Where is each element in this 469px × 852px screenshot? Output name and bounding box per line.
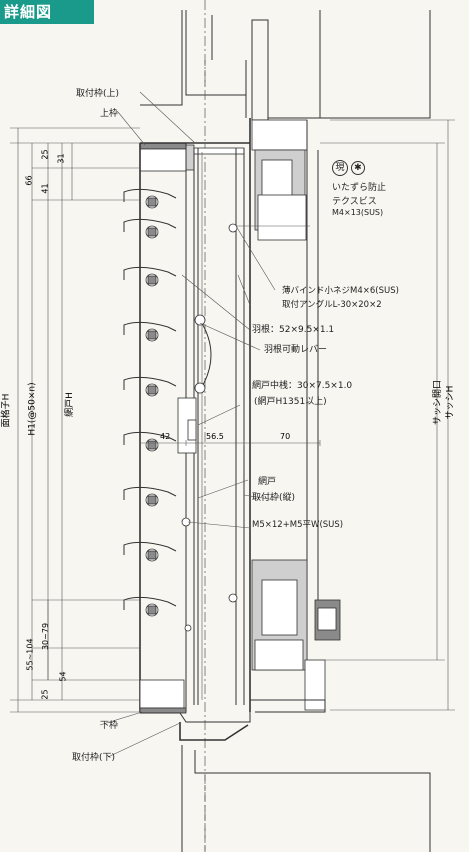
blade-pivot-core (147, 275, 157, 285)
horizontal-dimensions (140, 440, 321, 446)
dim-56-5: 56.5 (206, 432, 224, 441)
left-dimensions (10, 127, 140, 713)
dim-25-top: 25 (40, 149, 50, 160)
label-lever: 羽根可動レバー (264, 345, 328, 355)
label-mid-rail: 網戸中桟：30×7.5×1.0 (252, 381, 353, 391)
dim-66: 66 (24, 175, 34, 186)
blade-pivot-core (147, 605, 157, 615)
label-tek-screw: テクスビス (332, 197, 377, 207)
louver-blade (123, 541, 177, 555)
dim-sash-open: サッシ開口 (433, 379, 444, 426)
dim-lattice-h: 面格子H (1, 393, 12, 428)
label-top-frame-attach: 取付枠(上) (76, 89, 120, 99)
blade-pivot-core (147, 550, 157, 560)
dim-31: 31 (56, 153, 66, 164)
louver-blade (123, 188, 177, 202)
label-mid-rail-note: (網戸H1351以上) (254, 397, 327, 407)
label-tek-spec: M4×13(SUS) (332, 208, 384, 217)
louver-blade (123, 376, 177, 390)
label-angle: 取付アングルL-30×20×2 (282, 300, 382, 310)
label-side-frame: 取付枠(縦) (252, 493, 296, 503)
top-frame-assembly (139, 142, 250, 172)
blade-pivot-core (147, 227, 157, 237)
louver-blade (123, 431, 177, 445)
right-dimensions (320, 119, 455, 711)
dim-screen-h: 網戸H (64, 392, 75, 417)
leader-lines (99, 91, 310, 758)
vertical-frames (139, 118, 251, 712)
label-tamper: いたずら防止 (332, 183, 387, 193)
blade-lever-assembly (177, 223, 238, 632)
section-title-badge: 詳細図 (0, 0, 94, 24)
label-bottom-frame-attach: 取付枠(下) (72, 753, 116, 763)
bottom-frame-assembly (139, 679, 431, 852)
dim-30-79: 30~79 (41, 622, 51, 651)
dim-70: 70 (280, 432, 291, 441)
louver-blades (123, 188, 177, 617)
dim-42: 42 (160, 432, 171, 441)
label-m5: M5×12+M5平W(SUS) (252, 520, 344, 530)
tamper-mark-icon: 現 (332, 160, 348, 176)
blade-pivot-core (147, 330, 157, 340)
blade-pivot-core (147, 440, 157, 450)
label-top-frame: 上枠 (100, 109, 119, 119)
louver-blade (123, 486, 177, 500)
dim-h1: H1(@50×n) (27, 382, 38, 436)
label-bind-screw: 薄バインド小ネジM4×6(SUS) (282, 286, 399, 296)
blade-pivot-core (147, 197, 157, 207)
label-blade: 羽根：52×9.5×1.1 (252, 325, 335, 335)
dim-41: 41 (40, 183, 50, 194)
blade-pivot-core (147, 385, 157, 395)
blade-pivot-core (147, 495, 157, 505)
louver-blade (123, 218, 177, 232)
dim-sash-h: サッシH (445, 385, 456, 420)
dim-55-104: 55~104 (25, 638, 35, 671)
sash-section (250, 119, 341, 713)
screw-head-icon: ✱ (350, 161, 365, 175)
louver-blade (123, 266, 177, 280)
tamper-icons: 現 ✱ (332, 160, 365, 176)
label-screen-door: 網戸 (258, 477, 277, 487)
louver-blade (123, 321, 177, 335)
dim-25-bottom: 25 (40, 689, 50, 700)
label-bottom-frame: 下枠 (100, 721, 119, 731)
dim-54: 54 (58, 671, 68, 682)
